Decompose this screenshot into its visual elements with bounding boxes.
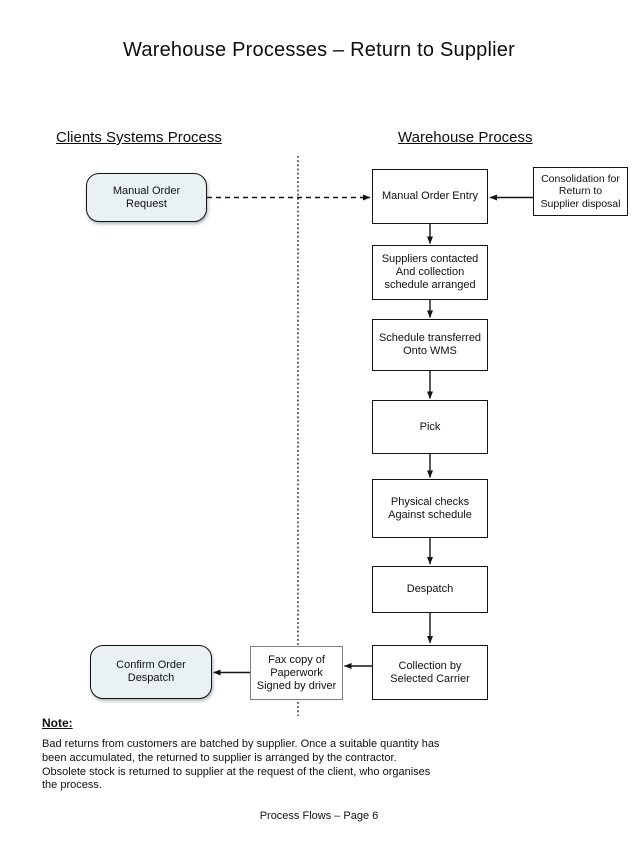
- flow-box-pick: Pick: [372, 400, 488, 454]
- column-header-clients-systems-process: Clients Systems Process: [56, 129, 222, 146]
- flow-box-confirm-order-despatch: Confirm Order Despatch: [90, 645, 212, 699]
- flow-box-despatch: Despatch: [372, 566, 488, 613]
- flow-box-suppliers-contacted: Suppliers contacted And collection sched…: [372, 245, 488, 300]
- note-text: Bad returns from customers are batched b…: [42, 738, 440, 792]
- flow-box-physical-checks: Physical checks Against schedule: [372, 479, 488, 538]
- flow-box-collection-by-carrier: Collection by Selected Carrier: [372, 645, 488, 700]
- note-heading: Note:: [42, 716, 73, 730]
- page-footer: Process Flows – Page 6: [259, 810, 379, 822]
- flow-box-schedule-transferred: Schedule transferred Onto WMS: [372, 319, 488, 371]
- page-title: Warehouse Processes – Return to Supplier: [123, 39, 515, 61]
- flow-box-consolidation-for-return: Consolidation for Return to Supplier dis…: [533, 167, 628, 216]
- column-header-warehouse-process: Warehouse Process: [398, 129, 533, 146]
- flow-box-manual-order-entry: Manual Order Entry: [372, 169, 488, 224]
- flow-box-manual-order-request: Manual Order Request: [86, 173, 207, 222]
- flow-box-fax-copy-paperwork: Fax copy of Paperwork Signed by driver: [250, 646, 343, 700]
